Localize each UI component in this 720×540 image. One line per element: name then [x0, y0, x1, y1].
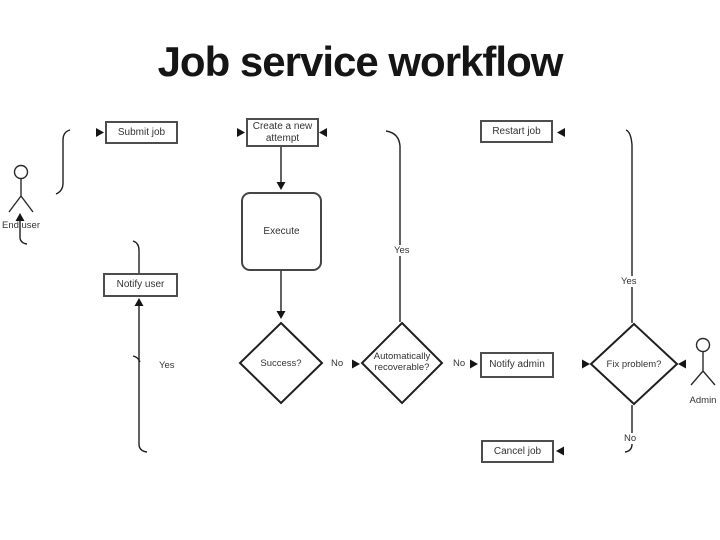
- arrowhead-into-create-left: [237, 128, 245, 137]
- page-title: Job service workflow: [157, 38, 564, 85]
- box-execute: Execute: [241, 192, 322, 271]
- end-user-head: [13, 164, 29, 180]
- box-create-attempt: Create a new attempt: [246, 118, 319, 147]
- admin-actor-icon: [690, 337, 716, 386]
- admin-actor-label: Admin: [689, 395, 717, 406]
- arrowheads: [15, 128, 686, 456]
- decision-fix-problem-label: Fix problem?: [606, 359, 662, 370]
- edge-label-yes-restart-job: Yes: [619, 276, 639, 287]
- arrowhead-into-fix-left: [582, 359, 590, 369]
- connector-recoverable-yes-riser: [385, 130, 401, 322]
- box-notify-admin: Notify admin: [480, 352, 554, 378]
- connector-corner-fragment: [132, 355, 141, 363]
- edge-label-yes-notify-user: Yes: [159, 360, 175, 371]
- arrowhead-into-notify-admin: [470, 359, 478, 369]
- decision-success-shape: [238, 321, 324, 405]
- arrowhead-into-create-right: [319, 128, 327, 137]
- edge-label-no-recoverable: No: [331, 358, 344, 369]
- end-user-body: [8, 178, 34, 213]
- box-submit-job: Submit job: [105, 121, 178, 144]
- box-cancel-job: Cancel job: [481, 440, 554, 463]
- edge-label-no-notify-admin: No: [453, 358, 466, 369]
- connector-yes-to-notifyuser: [138, 305, 148, 453]
- decision-auto-recoverable-shape: [360, 321, 444, 405]
- arrowhead-into-recoverable: [352, 359, 360, 369]
- connector-lines: [19, 129, 633, 453]
- edge-label-yes-new-attempt: Yes: [392, 245, 412, 256]
- connector-notifyuser-to-enduser: [19, 216, 28, 245]
- arrowhead-into-notify-user: [134, 298, 144, 306]
- arrowhead-into-fix-right: [678, 359, 686, 369]
- decision-fix-problem-shape: [589, 322, 679, 406]
- connector-fixproblem-yes-riser: [625, 129, 633, 323]
- admin-body: [690, 351, 716, 386]
- arrowhead-into-success: [276, 311, 286, 319]
- end-user-actor-label: End user: [1, 220, 41, 231]
- decision-auto-recoverable-label: Automatically recoverable?: [373, 351, 431, 373]
- connector-enduser-to-submit: [55, 129, 71, 195]
- connector-notifyuser-top-riser: [132, 240, 140, 273]
- decision-shapes: [238, 321, 679, 406]
- edge-label-no-cancel-job: No: [622, 433, 639, 444]
- connector-fixproblem-no-drop: [624, 405, 633, 453]
- arrowhead-into-end-user: [15, 213, 25, 221]
- decision-success-label: Success?: [260, 358, 302, 369]
- arrowhead-into-cancel-job: [556, 446, 564, 456]
- box-notify-user: Notify user: [103, 273, 178, 297]
- box-restart-job: Restart job: [480, 120, 553, 143]
- arrowhead-into-execute: [276, 182, 286, 190]
- end-user-actor-icon: [8, 164, 34, 213]
- arrowhead-into-submit-job: [96, 128, 104, 137]
- admin-head: [695, 337, 711, 353]
- arrowhead-into-restart-job: [557, 128, 565, 137]
